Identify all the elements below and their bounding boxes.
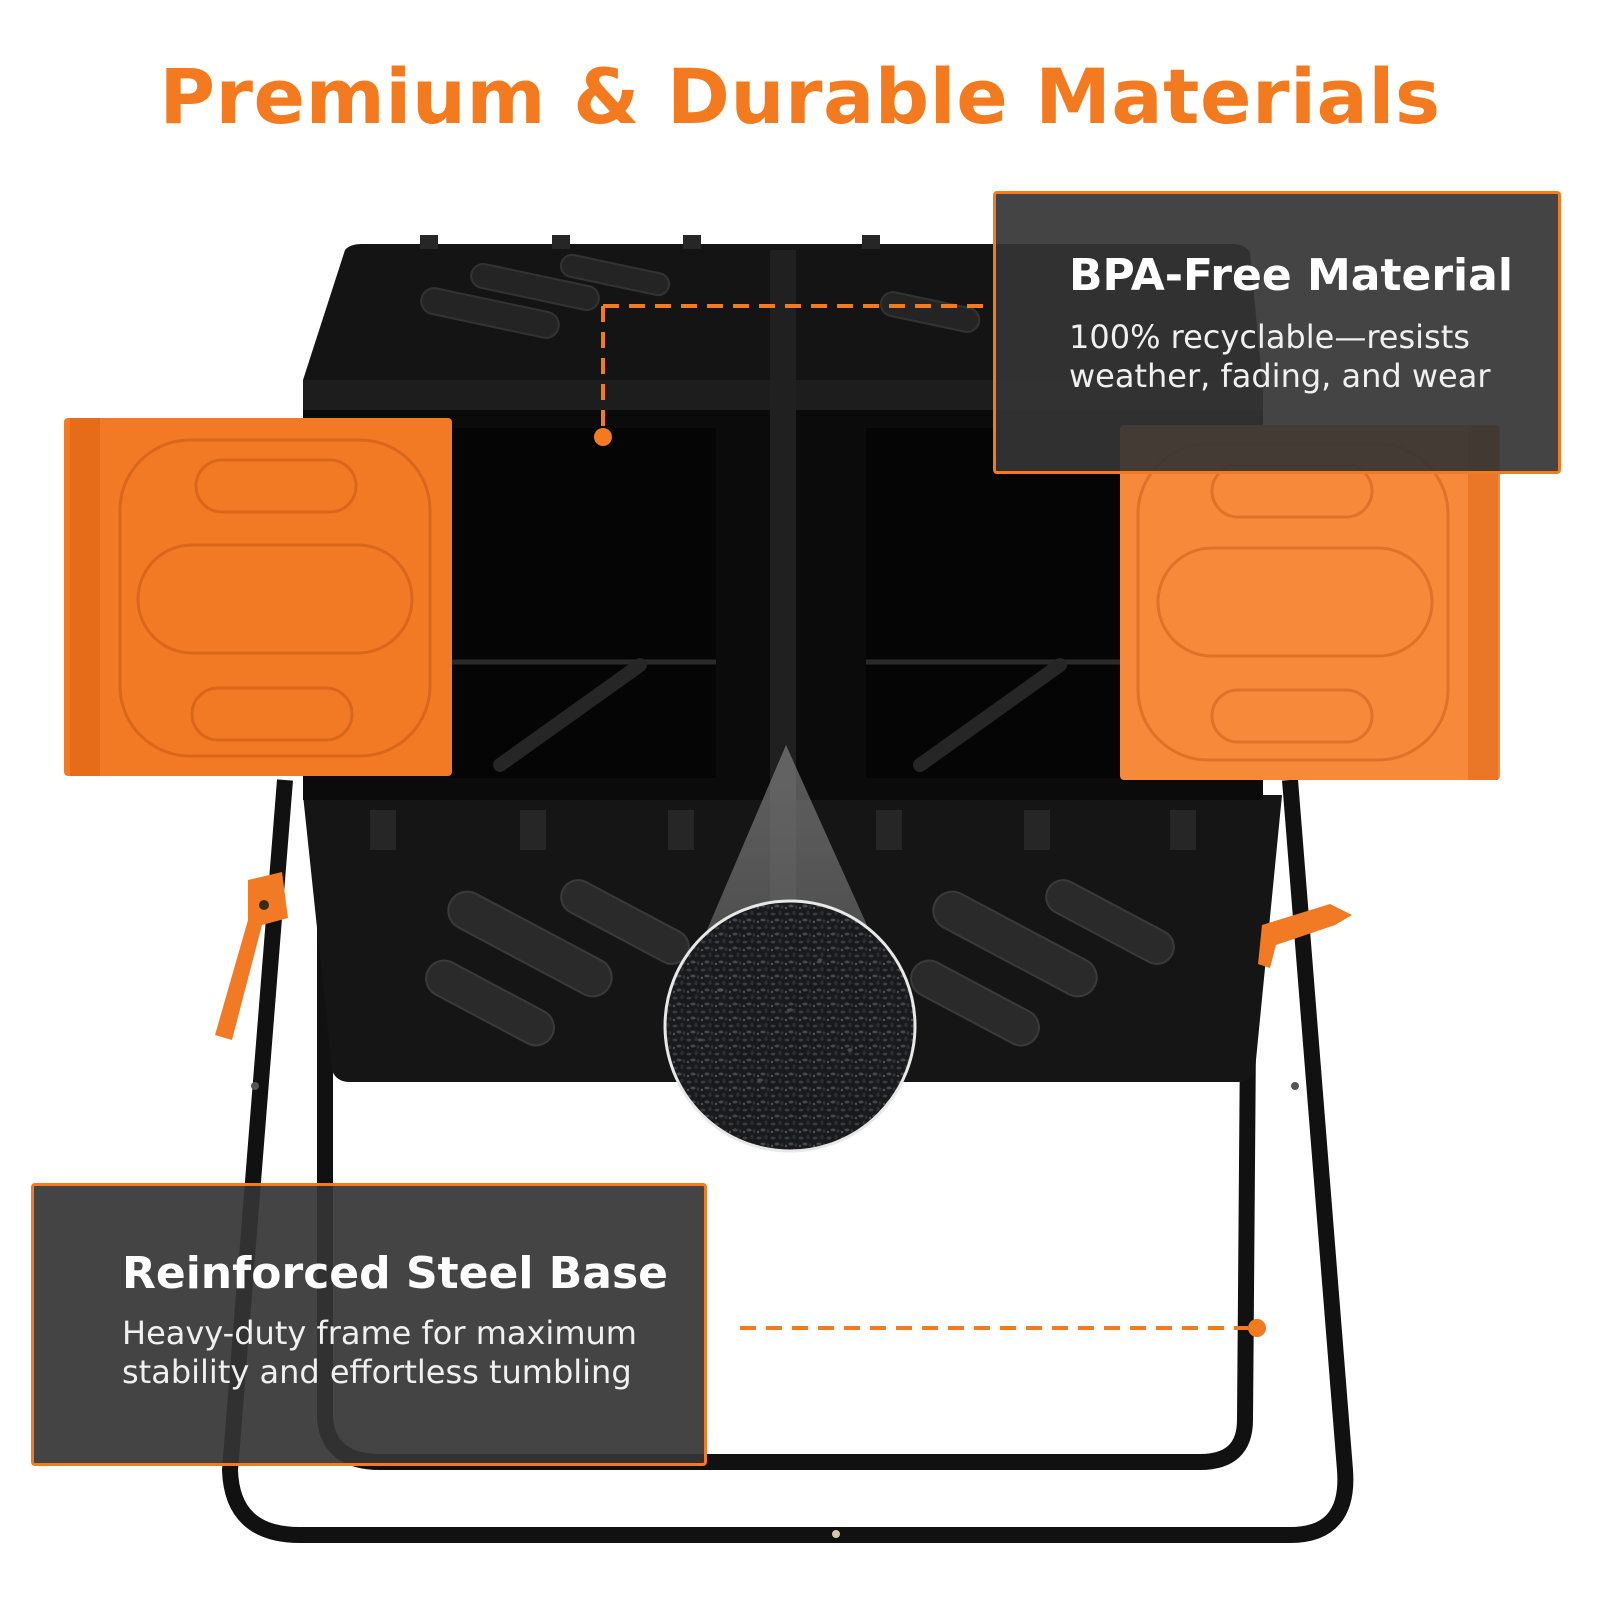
base-callout: Reinforced Steel Base Heavy-duty frame f… bbox=[31, 1183, 707, 1466]
material-callout-body: 100% recyclable—resists weather, fading,… bbox=[1069, 318, 1491, 395]
callout-dot-bottom bbox=[1248, 1319, 1266, 1337]
callout-connector-top bbox=[601, 304, 993, 432]
frame-rivet bbox=[832, 1530, 840, 1538]
headline: Premium & Durable Materials bbox=[159, 52, 1441, 141]
base-callout-title: Reinforced Steel Base bbox=[122, 1248, 669, 1299]
frame-rivet bbox=[251, 1082, 259, 1090]
callout-dot-top bbox=[594, 428, 612, 446]
frame-rivet bbox=[1291, 1082, 1299, 1090]
material-callout-title: BPA-Free Material bbox=[1069, 250, 1513, 301]
left-door bbox=[64, 418, 452, 776]
right-latch bbox=[1258, 904, 1352, 968]
material-callout: BPA-Free Material 100% recyclable—resist… bbox=[993, 191, 1561, 474]
base-callout-body: Heavy-duty frame for maximum stability a… bbox=[122, 1314, 637, 1391]
material-closeup-lens bbox=[663, 899, 917, 1153]
left-latch bbox=[215, 872, 288, 1040]
right-door bbox=[1120, 425, 1500, 780]
